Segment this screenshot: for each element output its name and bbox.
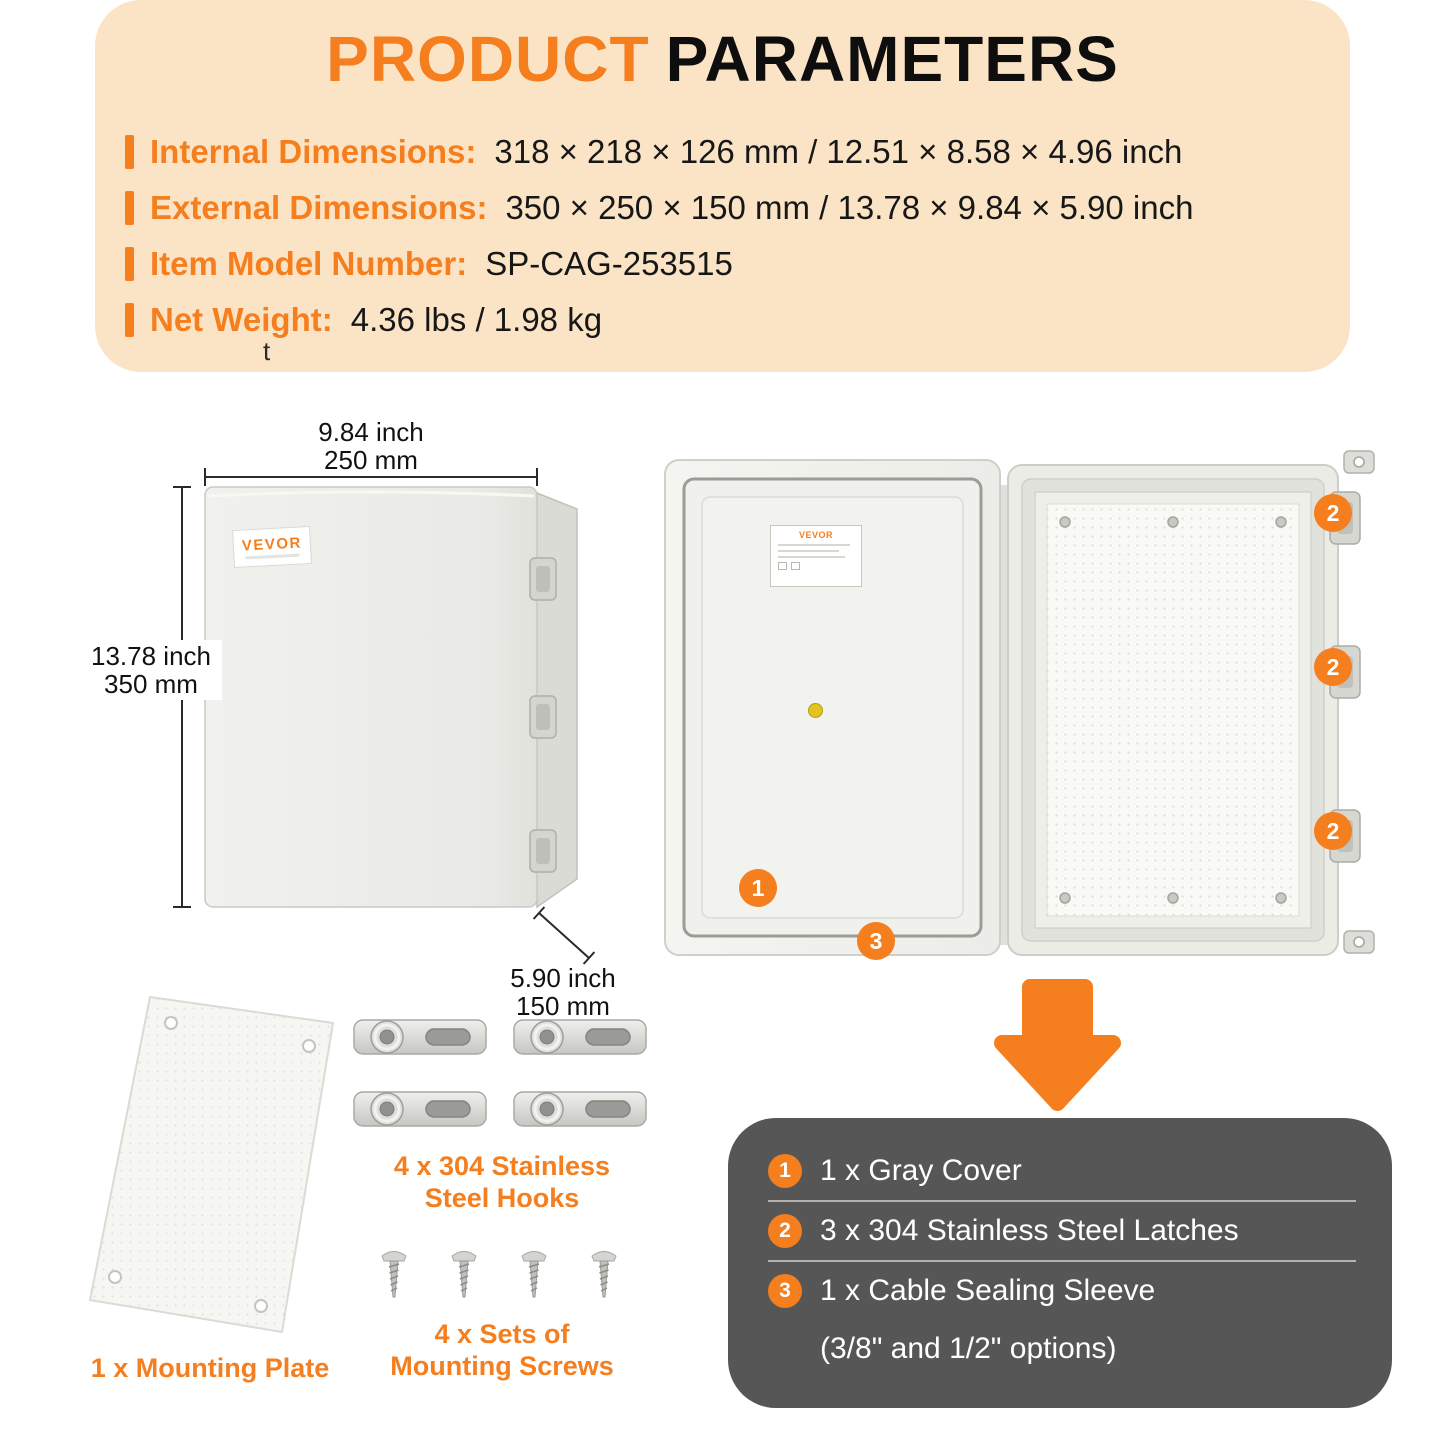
accent-bar xyxy=(125,247,134,281)
latch-icons xyxy=(529,557,557,873)
warning-dot-icon xyxy=(808,703,823,718)
legend-item-gray-cover: 1 1 x Gray Cover xyxy=(768,1142,1356,1200)
enclosure-door xyxy=(664,459,1001,956)
brand-text: VEVOR xyxy=(798,530,833,540)
open-box-drawing xyxy=(664,450,1375,956)
param-row-model-number: Item Model Number: SP-CAG-253515 xyxy=(125,236,1350,292)
param-value: 318 × 218 × 126 mm / 12.51 × 8.58 × 4.96… xyxy=(494,133,1183,170)
legend-item-sealing-sleeve: 3 1 x Cable Sealing Sleeve xyxy=(768,1262,1356,1320)
legend-note: (3/8" and 1/2" options) xyxy=(820,1332,1117,1365)
title-word-product: PRODUCT xyxy=(326,23,650,95)
hook-icon xyxy=(352,1018,488,1056)
screw-icon xyxy=(521,1250,547,1298)
legend-badge-1: 1 xyxy=(768,1154,802,1188)
steel-hooks-drawing xyxy=(352,1018,648,1128)
legend-panel: 1 1 x Gray Cover 2 3 x 304 Stainless Ste… xyxy=(728,1118,1392,1408)
spec-sticker-line xyxy=(778,556,845,558)
spec-sticker: VEVOR xyxy=(770,525,862,587)
param-row-net-weight: Net Weight: 4.36 lbs / 1.98 kg xyxy=(125,292,1350,348)
closed-box-drawing xyxy=(173,468,596,965)
title-word-parameters: PARAMETERS xyxy=(665,23,1119,95)
legend-divider xyxy=(768,1260,1356,1262)
spec-sticker-line xyxy=(778,544,851,546)
param-value: 4.36 lbs / 1.98 kg xyxy=(350,301,603,338)
width-dimension-label: 9.84 inch 250 mm xyxy=(318,417,424,475)
plate-screw-icons xyxy=(1059,516,1287,904)
box-top-highlight xyxy=(207,490,535,498)
callout-badge-latch: 2 xyxy=(1314,494,1352,532)
screws-drawing xyxy=(381,1250,617,1298)
callout-badge-sleeve: 3 xyxy=(857,922,895,960)
accent-bar xyxy=(125,191,134,225)
mounting-plate-drawing xyxy=(88,995,335,1334)
height-dimension-label: 13.78 inch 350 mm xyxy=(80,640,222,700)
legend-item-text: 1 x Gray Cover xyxy=(820,1154,1022,1187)
brand-label-line xyxy=(245,553,300,560)
legend-item-latches: 2 3 x 304 Stainless Steel Latches xyxy=(768,1202,1356,1260)
param-value: SP-CAG-253515 xyxy=(485,245,733,282)
param-row-internal-dimensions: Internal Dimensions: 318 × 218 × 126 mm … xyxy=(125,124,1350,180)
hooks-label: 4 x 304 Stainless Steel Hooks xyxy=(393,1151,611,1213)
screw-icon xyxy=(591,1250,617,1298)
legend-badge-3: 3 xyxy=(768,1274,802,1308)
open-box-figure: VEVOR 1 3 2 2 2 xyxy=(650,445,1395,997)
legend-item-text: 1 x Cable Sealing Sleeve xyxy=(820,1274,1156,1307)
screw-icon xyxy=(381,1250,407,1298)
mounting-plate-label: 1 x Mounting Plate xyxy=(90,1353,330,1383)
param-value: 350 × 250 × 150 mm / 13.78 × 9.84 × 5.90… xyxy=(505,189,1194,226)
param-row-external-dimensions: External Dimensions: 350 × 250 × 150 mm … xyxy=(125,180,1350,236)
callout-badge-cover: 1 xyxy=(739,869,777,907)
brand-text: VEVOR xyxy=(241,534,303,555)
parameter-list: Internal Dimensions: 318 × 218 × 126 mm … xyxy=(125,124,1350,348)
callout-badge-latch: 2 xyxy=(1314,648,1352,686)
enclosure-body xyxy=(1007,464,1339,956)
stray-character: t xyxy=(263,336,271,366)
plate-hole-icons xyxy=(108,1016,316,1313)
legend-badge-2: 2 xyxy=(768,1214,802,1248)
hook-icon xyxy=(512,1090,648,1128)
accent-bar xyxy=(125,135,134,169)
hook-icon xyxy=(512,1018,648,1056)
cert-mark-icon xyxy=(791,562,800,570)
ce-mark-icon xyxy=(778,562,787,570)
spec-sticker-line xyxy=(778,550,839,552)
param-label: Internal Dimensions: xyxy=(150,133,477,170)
brand-label: VEVOR xyxy=(232,525,312,569)
callout-badge-latch: 2 xyxy=(1314,812,1352,850)
screw-icon xyxy=(451,1250,477,1298)
hook-icon xyxy=(352,1090,488,1128)
mounting-tab-icons xyxy=(1343,450,1375,954)
closed-box-figure: VEVOR 9.84 inch 250 mm 13.78 inch 350 mm… xyxy=(80,418,660,1033)
screws-label: 4 x Sets of Mounting Screws xyxy=(390,1319,614,1381)
accent-bar xyxy=(125,303,134,337)
certification-mark-icons xyxy=(778,562,854,570)
legend-divider xyxy=(768,1200,1356,1202)
param-label: External Dimensions: xyxy=(150,189,488,226)
depth-dimension-label: 5.90 inch 150 mm xyxy=(510,963,616,1021)
legend-item-text: 3 x 304 Stainless Steel Latches xyxy=(820,1214,1239,1247)
param-label: Item Model Number: xyxy=(150,245,468,282)
param-label: Net Weight: xyxy=(150,301,333,338)
down-arrow-icon xyxy=(994,979,1121,1111)
